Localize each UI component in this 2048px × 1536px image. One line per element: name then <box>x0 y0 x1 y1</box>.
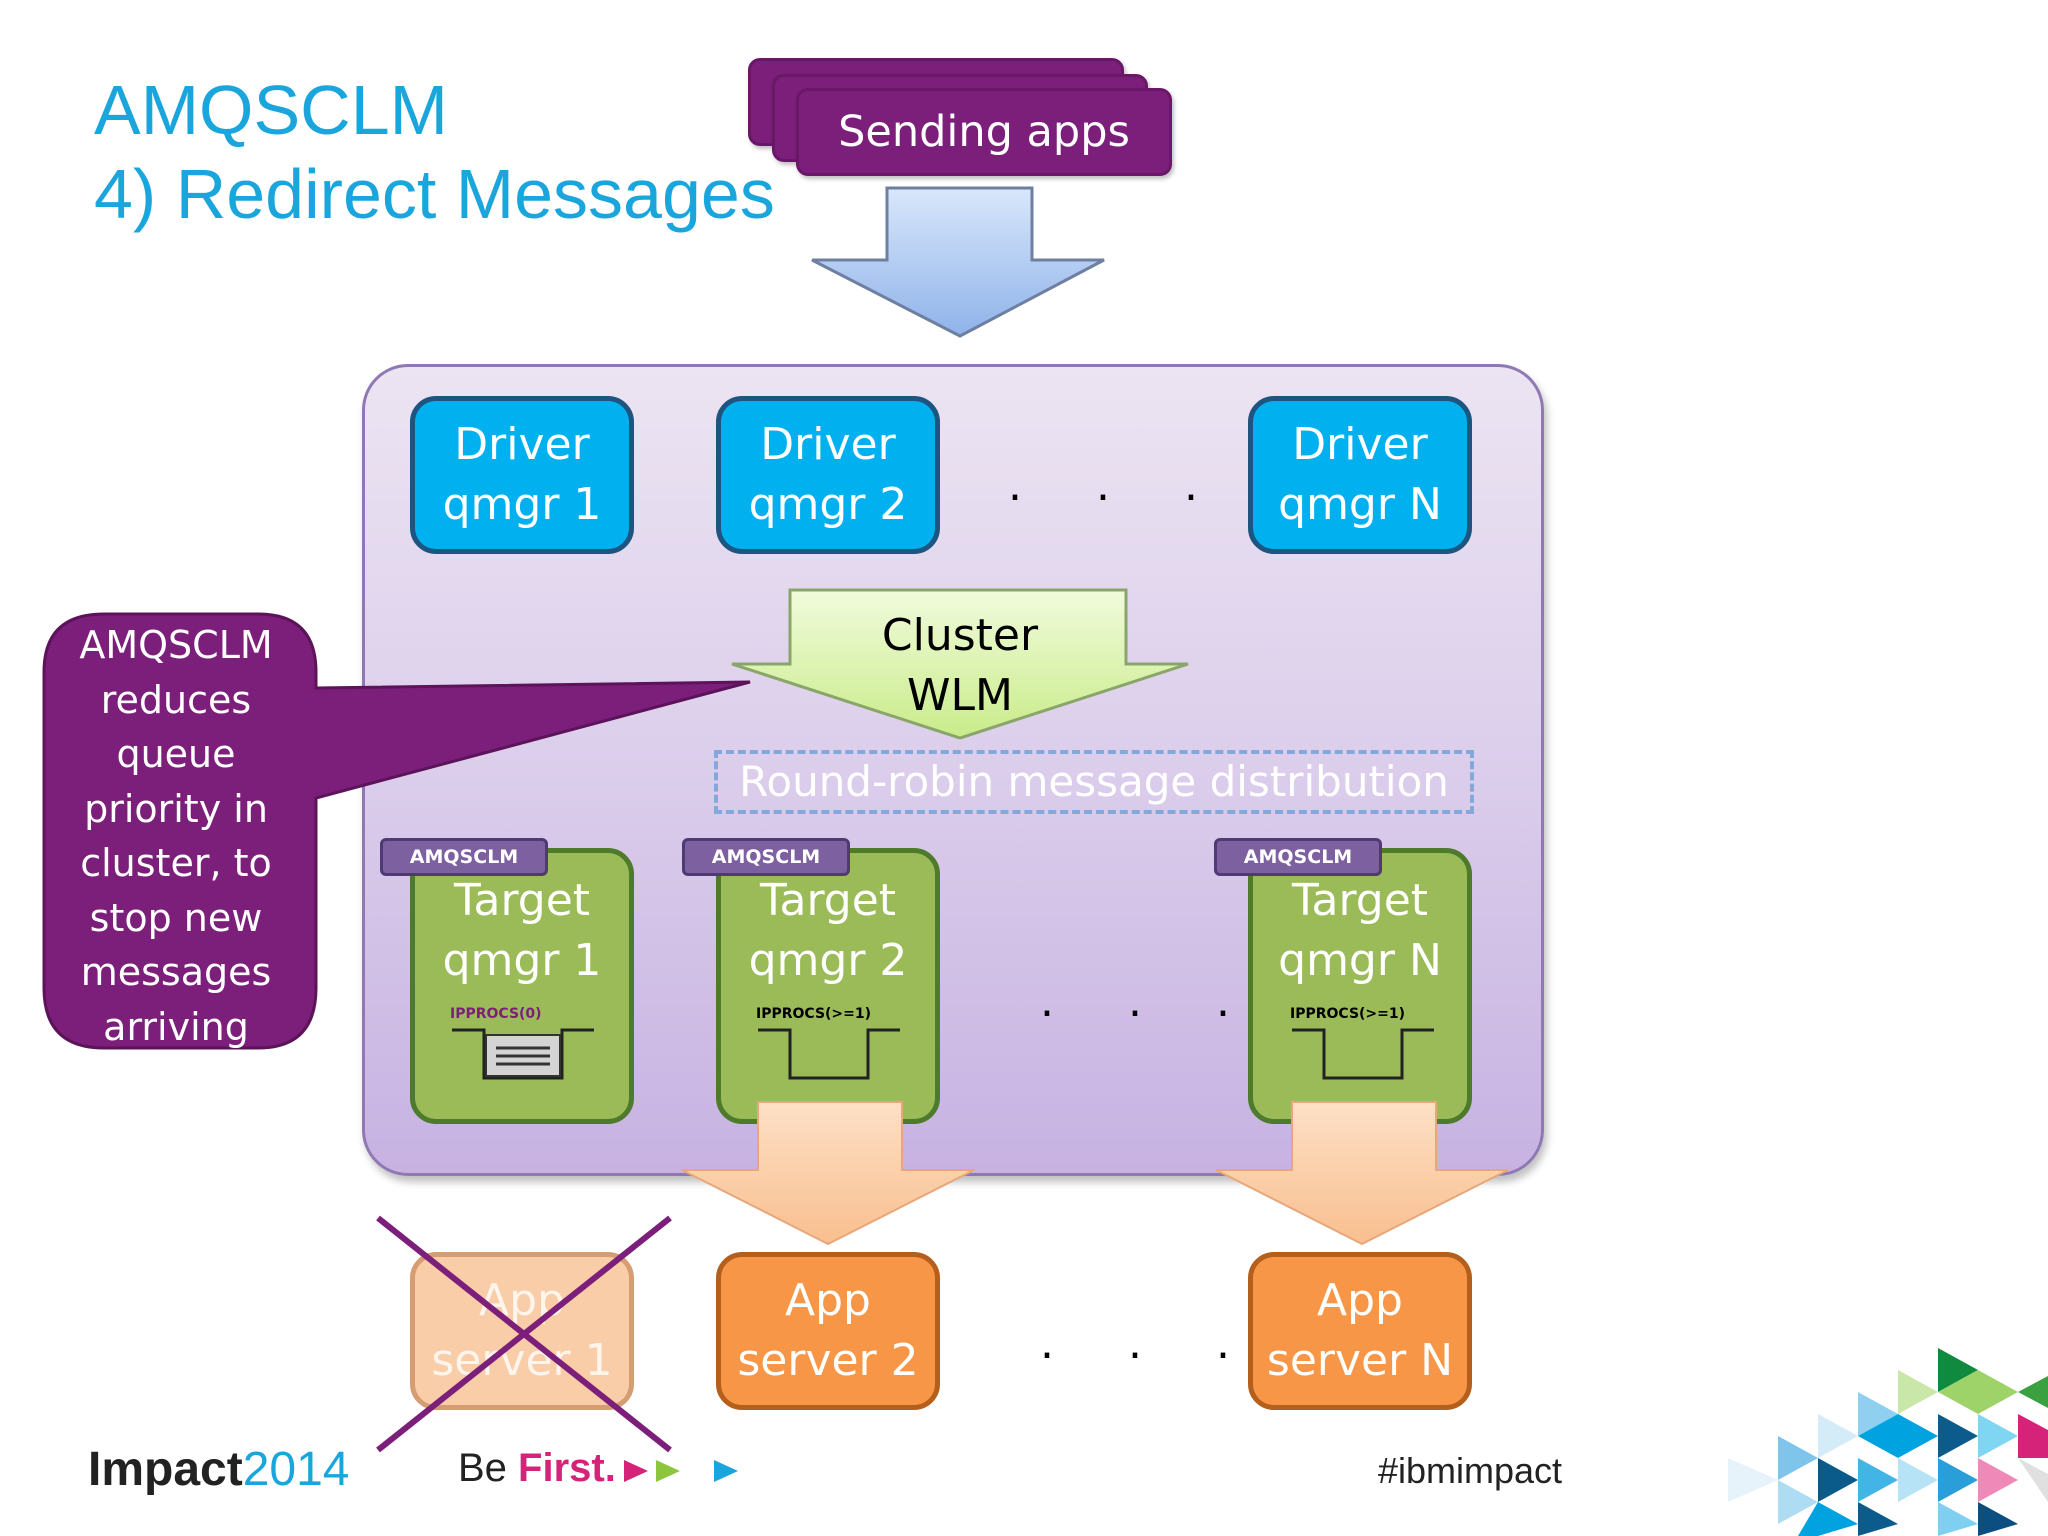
target-qmgr-2-line1: Target <box>759 875 897 926</box>
target-qmgr-1-line2: qmgr 1 <box>442 935 602 986</box>
callout-line-4: priority in <box>84 786 268 831</box>
callout-line-6: stop new <box>89 895 263 940</box>
slide-title: AMQSCLM 4) Redirect Messages <box>94 68 775 236</box>
top-down-arrow <box>811 186 1105 338</box>
first-word: First. <box>518 1446 616 1490</box>
app-server-2-line1: App <box>785 1275 871 1326</box>
driver-qmgr-1: Driver qmgr 1 <box>410 396 634 554</box>
ipprocs-label-n: IPPROCS(>=1) <box>1290 1006 1406 1022</box>
cluster-wlm-label: Cluster WLM <box>828 606 1092 726</box>
callout-line-5: cluster, to <box>80 841 272 885</box>
target-qmgr-n: Target qmgr N <box>1248 848 1472 1124</box>
target-qmgr-1-line1: Target <box>453 875 591 926</box>
impact-word: Impact <box>88 1443 243 1496</box>
title-line-1: AMQSCLM <box>94 71 448 149</box>
cluster-wlm-arrow <box>731 588 1189 740</box>
title-line-2: 4) Redirect Messages <box>94 155 775 233</box>
app-ellipsis: . . . <box>1040 1318 1260 1369</box>
app-server-n-line1: App <box>1317 1275 1403 1326</box>
play-arrows-icon <box>624 1460 738 1482</box>
driver-qmgr-2-line1: Driver <box>760 419 896 470</box>
sending-apps-label: Sending apps <box>838 107 1130 157</box>
app-server-2: App server 2 <box>716 1252 940 1410</box>
queue-icon-full <box>452 1028 594 1080</box>
target-qmgr-2-line2: qmgr 2 <box>748 935 908 986</box>
driver-ellipsis: . . . <box>1008 460 1228 511</box>
wlm-line1: Cluster <box>881 610 1039 661</box>
target-qmgr-n-line1: Target <box>1291 875 1429 926</box>
impact-year: 2014 <box>242 1443 350 1496</box>
callout-bubble <box>42 612 751 1050</box>
queue-icon-empty-2 <box>758 1028 900 1080</box>
amqsclm-tag-1: AMQSCLM <box>380 838 548 876</box>
driver-qmgr-2: Driver qmgr 2 <box>716 396 940 554</box>
amqsclm-tag-2: AMQSCLM <box>682 838 850 876</box>
callout-line-2: reduces <box>100 677 252 722</box>
callout-line-3: queue <box>116 732 236 776</box>
wlm-line2: WLM <box>907 670 1013 721</box>
disabled-cross-icon <box>376 1215 672 1453</box>
amqsclm-tag-n: AMQSCLM <box>1214 838 1382 876</box>
app-server-1-line1: App <box>479 1275 565 1326</box>
driver-qmgr-n-line1: Driver <box>1292 419 1428 470</box>
app-server-2-line2: server 2 <box>737 1335 919 1386</box>
callout-text: AMQSCLM reduces queue priority in cluste… <box>44 618 308 1054</box>
arrow-to-app-server-n <box>1215 1101 1509 1246</box>
callout-line-7: messages <box>80 950 272 994</box>
impact-logo: Impact2014 <box>88 1442 350 1497</box>
ipprocs-label-1: IPPROCS(0) <box>450 1006 542 1022</box>
driver-qmgr-2-line2: qmgr 2 <box>748 479 908 530</box>
app-server-n: App server N <box>1248 1252 1472 1410</box>
sending-apps-card: Sending apps <box>796 88 1172 176</box>
target-qmgr-n-line2: qmgr N <box>1278 935 1442 986</box>
callout-line-1: AMQSCLM <box>79 623 273 667</box>
driver-qmgr-1-line2: qmgr 1 <box>442 479 602 530</box>
arrow-to-app-server-2 <box>681 1101 975 1246</box>
driver-qmgr-1-line1: Driver <box>454 419 590 470</box>
driver-qmgr-n: Driver qmgr N <box>1248 396 1472 554</box>
app-server-n-line2: server N <box>1266 1335 1454 1386</box>
be-first-slogan: Be First. <box>458 1446 616 1491</box>
target-ellipsis: . . . <box>1040 976 1260 1027</box>
hashtag: #ibmimpact <box>1378 1450 1563 1491</box>
queue-icon-empty-n <box>1292 1028 1434 1080</box>
ipprocs-label-2: IPPROCS(>=1) <box>756 1006 872 1022</box>
driver-qmgr-n-line2: qmgr N <box>1278 479 1442 530</box>
round-robin-label: Round-robin message distribution <box>714 750 1474 814</box>
be-word: Be <box>458 1446 519 1490</box>
callout-line-8: arriving <box>103 1004 249 1049</box>
decorative-mosaic <box>1728 1348 2048 1536</box>
